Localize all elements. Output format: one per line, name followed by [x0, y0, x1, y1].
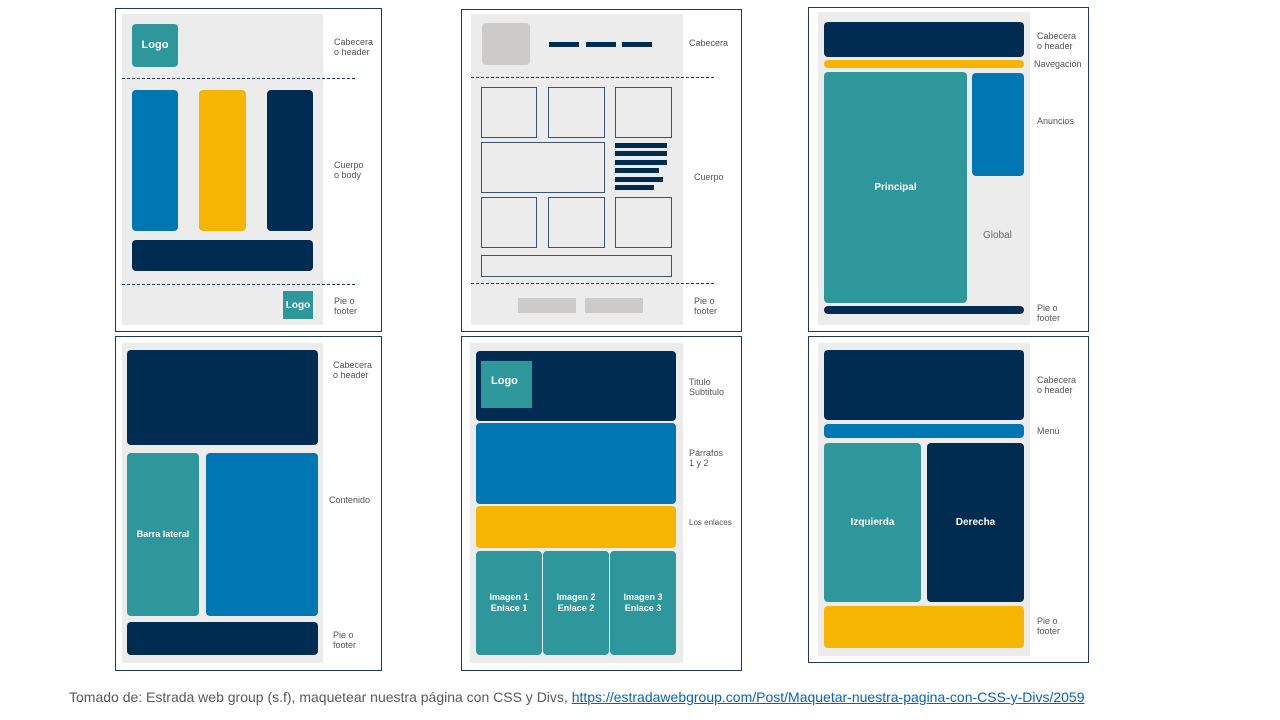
image-link-2: Imagen 2 Enlace 2 [543, 551, 609, 655]
column-2 [199, 90, 246, 231]
nav-dash [586, 42, 616, 47]
footer-block [824, 606, 1024, 648]
text-line [615, 143, 667, 148]
layout-diagram-2 [461, 9, 742, 332]
source-caption: Tomado de: Estrada web group (s.f), maqu… [69, 689, 1085, 705]
label-footer: Pie o footer [333, 630, 357, 650]
sidebar-block: Barra lateral [127, 453, 199, 616]
box [481, 87, 537, 138]
box [548, 87, 605, 138]
image-link-3: Imagen 3 Enlace 3 [610, 551, 676, 655]
label-footer: Pie o footer [1037, 303, 1061, 323]
label-paragraphs: Párrafos 1 y 2 [689, 448, 724, 468]
divider [122, 284, 355, 285]
layout-diagram-4 [115, 336, 382, 671]
footer-block [824, 306, 1024, 314]
main-block: Principal [824, 72, 967, 303]
text-line [615, 185, 654, 190]
label-footer: Pie o footer [694, 296, 718, 316]
box [615, 197, 672, 248]
divider [471, 283, 714, 284]
label-header: Cabecera o header [334, 37, 374, 57]
column-3 [267, 90, 313, 231]
label-header: Cabecera o header [1037, 31, 1077, 51]
label-header: Cabecera o header [333, 360, 373, 380]
left-block: Izquierda [824, 443, 921, 602]
text-line [615, 160, 667, 165]
footer-block [518, 298, 576, 313]
header-block [824, 350, 1024, 420]
label-links: Los enlaces [689, 518, 732, 527]
label-header: Cabecera [689, 38, 729, 48]
label-body: Cuerpo [694, 172, 724, 182]
layout-diagram-6 [808, 336, 1089, 663]
layout-diagram-3 [808, 7, 1089, 332]
content-block [206, 453, 318, 616]
divider [471, 77, 714, 78]
text-line [615, 151, 667, 156]
label-title: Titulo Subtitulo [689, 377, 725, 397]
links-block [476, 506, 676, 548]
footer-logo: Logo [283, 291, 313, 319]
wide-box [481, 142, 605, 193]
paragraphs-block [476, 423, 676, 504]
logo-block: Logo [132, 24, 178, 67]
logo-block: Logo [481, 361, 532, 408]
divider [122, 78, 355, 79]
nav-dash [549, 42, 579, 47]
label-header: Cabecera o header [1037, 375, 1077, 395]
text-line [615, 177, 663, 182]
label-footer: Pie o footer [1037, 616, 1061, 636]
logo-placeholder [482, 23, 530, 65]
ads-block [972, 73, 1024, 176]
global-label: Global [983, 230, 1012, 241]
bottom-bar [132, 240, 313, 271]
text-line [615, 168, 659, 173]
nav-block [824, 60, 1024, 68]
label-ads: Anuncios [1037, 116, 1075, 126]
caption-text: Tomado de: Estrada web group (s.f), maqu… [69, 689, 572, 705]
layout-diagram-5 [461, 336, 742, 671]
long-box [481, 255, 672, 277]
image-link-1: Imagen 1 Enlace 1 [476, 551, 542, 655]
menu-block [824, 424, 1024, 438]
label-footer: Pie o footer [334, 296, 358, 316]
right-block: Derecha [927, 443, 1024, 602]
label-nav: Navegación [1034, 59, 1082, 69]
box [615, 87, 672, 138]
box [481, 197, 537, 248]
column-1 [132, 90, 178, 231]
label-menu: Menú [1037, 426, 1060, 436]
header-block [127, 350, 318, 445]
label-body: Cuerpo o body [334, 160, 364, 180]
label-content: Contenido [329, 495, 371, 505]
source-link[interactable]: https://estradawebgroup.com/Post/Maqueta… [571, 689, 1085, 705]
layout-diagram-1 [115, 8, 382, 332]
footer-block [127, 622, 318, 655]
nav-dash [622, 42, 652, 47]
box [548, 197, 605, 248]
footer-block [585, 298, 643, 313]
header-block [824, 22, 1024, 57]
